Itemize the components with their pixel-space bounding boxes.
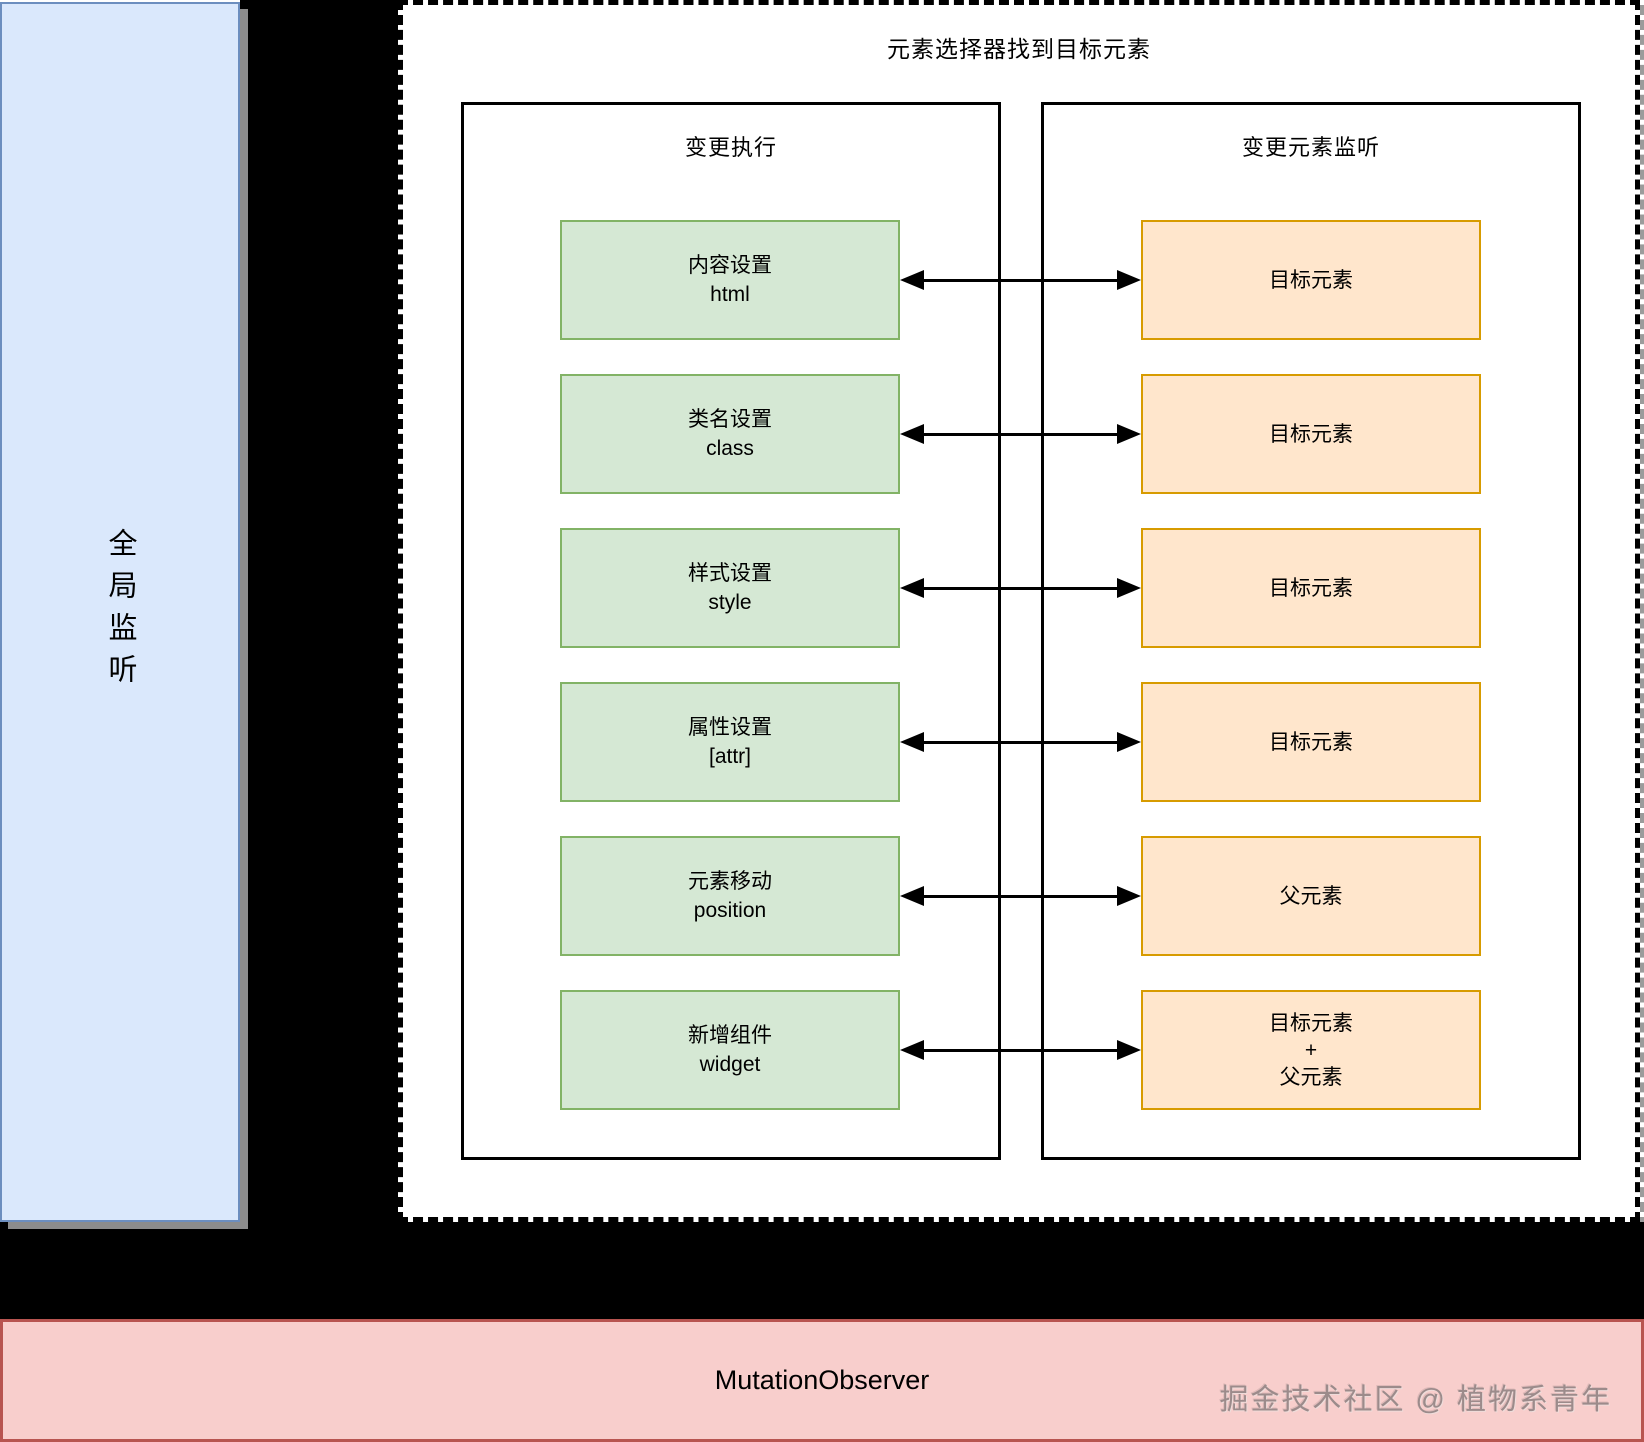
exec-box-label: 样式设置 xyxy=(688,562,772,585)
arrow-shaft xyxy=(916,432,1125,436)
black-band-vertical xyxy=(240,0,398,1319)
listen-box: 目标元素 xyxy=(1141,682,1481,802)
arrowhead-left-icon xyxy=(900,578,924,598)
bidirectional-arrow xyxy=(900,730,1141,754)
bidirectional-arrow xyxy=(900,884,1141,908)
arrowhead-left-icon xyxy=(900,886,924,906)
exec-box: 样式设置 style xyxy=(560,528,900,648)
listen-box-label: 目标元素 xyxy=(1269,576,1353,600)
exec-box: 属性设置 [attr] xyxy=(560,682,900,802)
diagram-title: 元素选择器找到目标元素 xyxy=(887,36,1151,62)
listen-box-plus: + xyxy=(1304,1038,1318,1062)
arrowhead-right-icon xyxy=(1117,424,1141,444)
listen-box: 目标元素 xyxy=(1141,220,1481,340)
mutation-observer-label: MutationObserver xyxy=(714,1365,930,1395)
exec-box-label: 类名设置 xyxy=(688,408,772,431)
exec-box-sublabel: style xyxy=(708,591,752,614)
arrow-shaft xyxy=(916,1048,1125,1052)
exec-box-sublabel: [attr] xyxy=(708,745,751,768)
exec-box-sublabel: widget xyxy=(699,1053,761,1076)
exec-box-sublabel: class xyxy=(706,437,754,460)
exec-box: 新增组件 widget xyxy=(560,990,900,1110)
exec-box: 类名设置 class xyxy=(560,374,900,494)
black-band-horizontal xyxy=(0,1222,1644,1319)
listen-box-label: 目标元素 xyxy=(1269,268,1353,292)
listen-column-title: 变更元素监听 xyxy=(1241,135,1380,160)
arrowhead-right-icon xyxy=(1117,578,1141,598)
exec-box: 元素移动 position xyxy=(560,836,900,956)
listen-box-label: 目标元素 xyxy=(1269,1011,1353,1035)
exec-box: 内容设置 html xyxy=(560,220,900,340)
arrowhead-left-icon xyxy=(900,270,924,290)
arrowhead-right-icon xyxy=(1117,886,1141,906)
exec-column-title: 变更执行 xyxy=(684,135,777,160)
bidirectional-arrow xyxy=(900,268,1141,292)
exec-box-sublabel: position xyxy=(693,899,767,922)
arrowhead-left-icon xyxy=(900,732,924,752)
arrowhead-left-icon xyxy=(900,424,924,444)
listen-box-sublabel: 父元素 xyxy=(1279,1065,1343,1089)
arrowhead-right-icon xyxy=(1117,270,1141,290)
bidirectional-arrow xyxy=(900,422,1141,446)
bidirectional-arrow xyxy=(900,1038,1141,1062)
listen-box-label: 目标元素 xyxy=(1269,730,1353,754)
mutation-observer-bar: MutationObserver xyxy=(0,1319,1644,1442)
listen-box-label: 目标元素 xyxy=(1269,422,1353,446)
global-listen-label: 全局监听 xyxy=(104,528,136,696)
exec-box-label: 内容设置 xyxy=(688,254,772,277)
arrow-shaft xyxy=(916,278,1125,282)
exec-box-label: 元素移动 xyxy=(688,870,772,893)
exec-box-label: 新增组件 xyxy=(688,1024,772,1047)
listen-box: 父元素 xyxy=(1141,836,1481,956)
watermark-text: 掘金技术社区 @ 植物系青年 xyxy=(1219,1384,1612,1416)
arrowhead-left-icon xyxy=(900,1040,924,1060)
exec-box-label: 属性设置 xyxy=(688,716,772,739)
listen-box: 目标元素 xyxy=(1141,374,1481,494)
arrow-shaft xyxy=(916,740,1125,744)
arrow-shaft xyxy=(916,586,1125,590)
exec-box-sublabel: html xyxy=(710,283,750,306)
listen-box-label: 父元素 xyxy=(1279,884,1343,908)
arrowhead-right-icon xyxy=(1117,732,1141,752)
arrowhead-right-icon xyxy=(1117,1040,1141,1060)
bidirectional-arrow xyxy=(900,576,1141,600)
listen-box: 目标元素 xyxy=(1141,528,1481,648)
listen-box: 目标元素 + 父元素 xyxy=(1141,990,1481,1110)
global-listen-panel: 全局监听 xyxy=(0,2,240,1222)
arrow-shaft xyxy=(916,894,1125,898)
